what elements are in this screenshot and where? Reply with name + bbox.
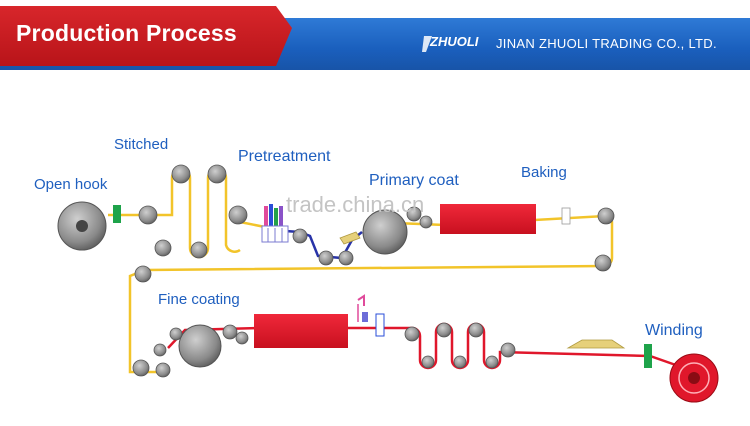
pretreatment-scraper-icon bbox=[339, 231, 361, 245]
label-primary-coat: Primary coat bbox=[369, 172, 459, 189]
fine-coating-drum bbox=[178, 324, 222, 368]
baking-exit-block bbox=[561, 207, 571, 225]
label-baking: Baking bbox=[521, 164, 567, 181]
baking-rollers bbox=[594, 207, 615, 272]
winding-green-marker-icon bbox=[644, 344, 652, 368]
logo-text: ZHUOLI bbox=[430, 34, 479, 49]
tension-plate-icon bbox=[566, 339, 626, 349]
label-pretreatment: Pretreatment bbox=[238, 148, 331, 165]
lower-rollers bbox=[404, 322, 516, 369]
spray-unit bbox=[357, 294, 385, 337]
header-red-tab bbox=[0, 6, 292, 66]
return-rollers bbox=[132, 265, 171, 378]
baking-oven bbox=[440, 204, 536, 234]
watermark: trade.china.cn bbox=[286, 192, 425, 217]
stitched-rollers bbox=[138, 164, 248, 259]
green-marker-icon bbox=[113, 205, 121, 223]
fine-coating-oven bbox=[254, 314, 348, 348]
company-logo-icon bbox=[422, 36, 432, 52]
company-name: JINAN ZHUOLI TRADING CO., LTD. bbox=[496, 36, 717, 51]
pretreatment-rollers bbox=[292, 228, 354, 266]
page-title: Production Process bbox=[16, 20, 237, 46]
label-winding: Winding bbox=[645, 322, 703, 339]
label-stitched: Stitched bbox=[114, 136, 169, 153]
primary-coat-drum bbox=[362, 209, 408, 255]
fine-coating-rollers bbox=[169, 324, 249, 345]
label-fine-coating: Fine coating bbox=[158, 291, 240, 308]
label-open-hook: Open hook bbox=[34, 176, 108, 193]
primary-coat-rollers bbox=[406, 206, 433, 229]
pretreatment-unit bbox=[261, 204, 289, 243]
